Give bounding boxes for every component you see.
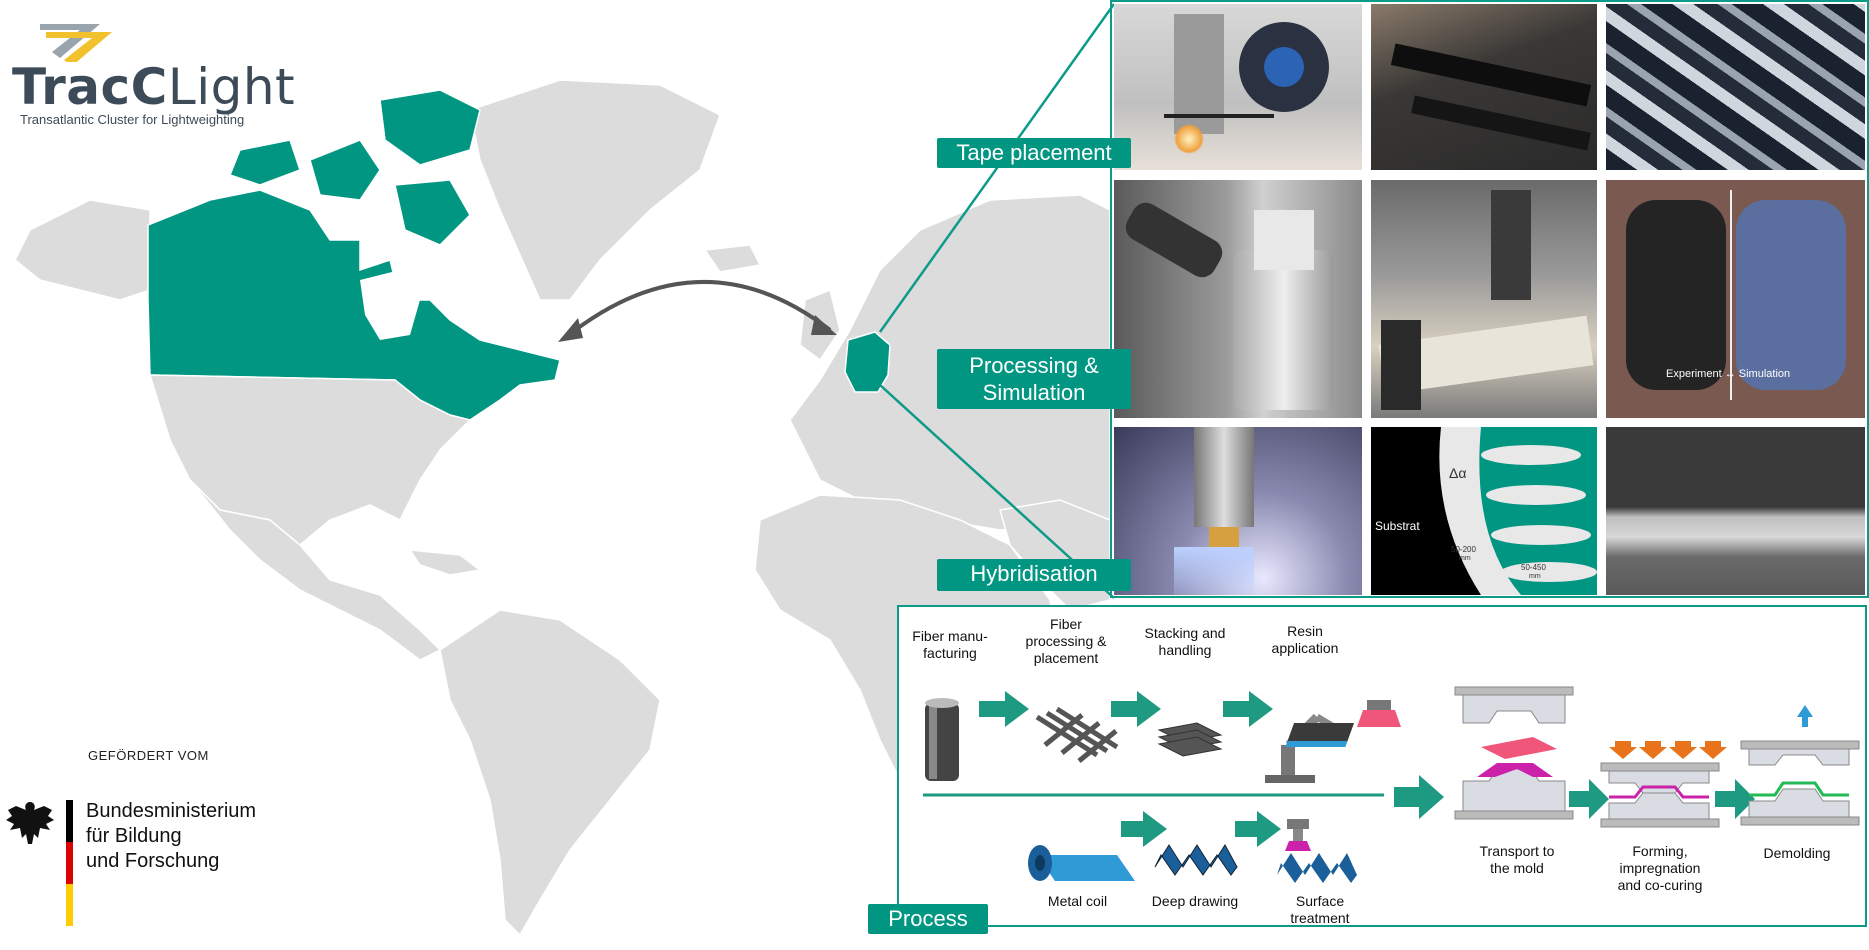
tag-hybridisation: Hybridisation <box>937 559 1131 591</box>
tag-processing-simulation: Processing &Simulation <box>937 349 1131 409</box>
arrow-to-mold <box>1394 775 1444 819</box>
land-alaska <box>14 199 151 301</box>
experiment-simulation-label: Experiment ↔ Simulation <box>1666 368 1791 380</box>
connection-arrow-head-right <box>811 315 837 335</box>
land-usa <box>148 374 472 546</box>
demolding-icon <box>1740 705 1860 826</box>
land-arctic-islands-1 <box>229 139 301 186</box>
arrow-6 <box>1569 779 1609 819</box>
land-greenland <box>469 79 721 301</box>
arrow-5 <box>1235 811 1281 847</box>
fiber-grid-icon <box>1035 706 1119 763</box>
arrow-2 <box>1111 691 1161 727</box>
dim-label-2: 50-450 <box>1521 563 1546 572</box>
photo-processing-2 <box>1371 180 1597 418</box>
delta-alpha-label: Δα <box>1449 465 1467 481</box>
funded-label: GEFÖRDERT VOM <box>88 748 209 763</box>
dim-label-1: 50-200 <box>1451 545 1476 554</box>
logo-title: TracCLight <box>12 58 296 116</box>
transport-mold-icon <box>1454 686 1574 820</box>
arrow-7 <box>1715 779 1755 819</box>
label-metal-coil: Metal coil <box>1047 893 1108 909</box>
arrow-1 <box>979 691 1029 727</box>
deep-drawn-icon <box>1154 844 1238 876</box>
surface-treatment-icon <box>1277 819 1357 883</box>
process-diagram <box>923 686 1860 883</box>
label-demolding: Demolding <box>1763 845 1831 861</box>
forming-icon <box>1600 741 1727 828</box>
metal-coil-icon <box>1028 845 1135 881</box>
arrow-4 <box>1121 811 1167 847</box>
land-south-america <box>439 609 661 937</box>
photo-processing-1 <box>1114 180 1362 418</box>
logo-chevron-icon <box>40 24 112 62</box>
eagle-icon <box>6 802 54 844</box>
connection-arrow <box>563 280 832 340</box>
tag-process: Process <box>868 904 988 934</box>
german-flag-bar <box>66 800 73 926</box>
arrow-3 <box>1223 691 1273 727</box>
callout-line-top <box>878 3 1116 333</box>
photo-tape-placement-2 <box>1371 4 1597 170</box>
robot-arm-icon <box>1265 700 1401 783</box>
label-fiber-manufacturing: Fiber manu-facturing <box>912 628 988 661</box>
connection-arrow-head-left <box>558 318 583 342</box>
land-arctic-islands-2 <box>309 139 381 201</box>
logo-subtitle: Transatlantic Cluster for Lightweighting <box>20 112 245 127</box>
land-caribbean <box>408 549 482 576</box>
substrat-label: Substrat <box>1375 519 1420 533</box>
land-arctic-islands-3 <box>379 89 481 166</box>
fiber-spool-icon <box>925 698 959 781</box>
dim-unit-2: mm <box>1529 573 1541 580</box>
stack-icon <box>1157 722 1223 757</box>
ministry-name: Bundesministerium für Bildung und Forsch… <box>86 800 257 872</box>
photo-hybridisation-2: Substrat Δα 50-200 mm 50-450 mm <box>1371 427 1597 595</box>
photo-tape-placement-3 <box>1606 4 1865 170</box>
hudson-bay <box>360 270 420 340</box>
land-iceland <box>703 244 762 273</box>
photo-hybridisation-1 <box>1114 427 1362 595</box>
photo-tape-placement-1 <box>1114 4 1362 170</box>
label-deep-drawing: Deep drawing <box>1151 893 1239 909</box>
photo-hybridisation-3 <box>1606 427 1865 595</box>
land-arctic-islands-4 <box>394 179 471 246</box>
photo-grid-frame <box>1110 0 1869 598</box>
tag-tape-placement: Tape placement <box>937 138 1131 168</box>
photo-processing-3: Experiment ↔ Simulation <box>1606 180 1865 418</box>
country-germany <box>844 331 891 393</box>
dim-unit-1: mm <box>1459 555 1471 562</box>
